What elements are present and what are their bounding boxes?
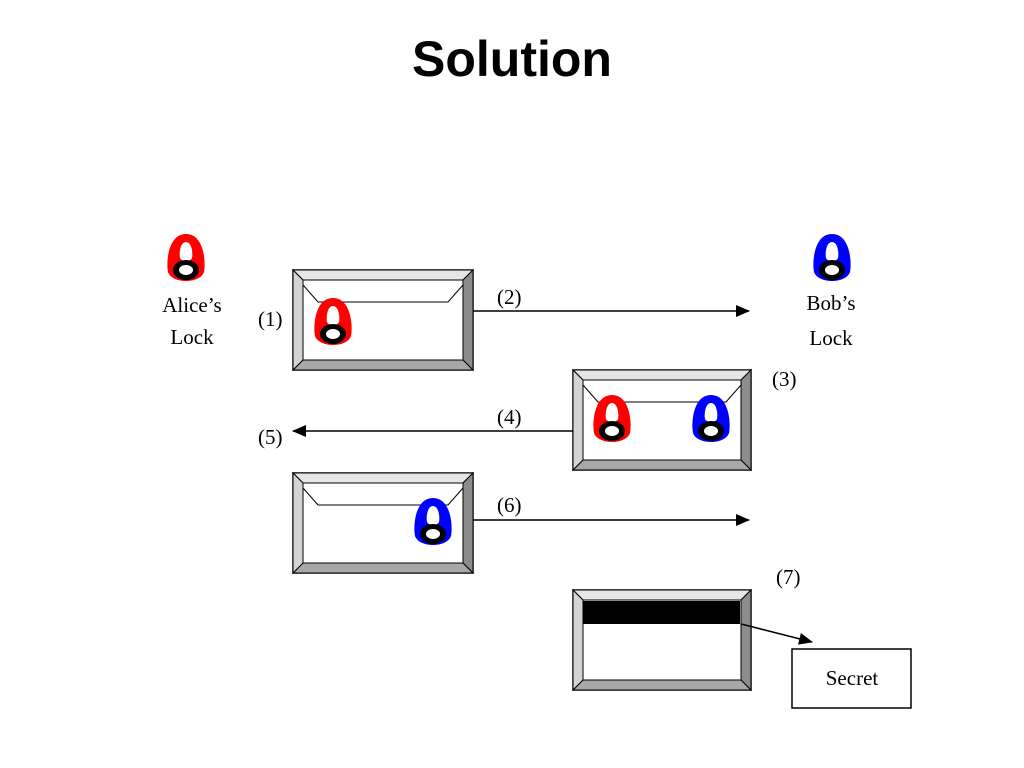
alice-lock-icon bbox=[593, 395, 631, 442]
step-2-label: (2) bbox=[497, 285, 522, 309]
alice-lock-icon bbox=[167, 234, 205, 281]
step-4-label: (4) bbox=[497, 405, 522, 429]
step-7-label: (7) bbox=[776, 565, 801, 589]
arrow-to-secret bbox=[740, 623, 813, 645]
alice-lock-label-line2: Lock bbox=[170, 325, 214, 349]
slide-title: Solution bbox=[412, 31, 612, 87]
box-step-7 bbox=[571, 588, 753, 692]
bob-lock-icon bbox=[414, 498, 452, 545]
bob-lock-icon bbox=[813, 234, 851, 281]
bob-lock-label-line2: Lock bbox=[809, 326, 853, 350]
secret-label: Secret bbox=[826, 666, 879, 690]
alice-lock-label-line1: Alice’s bbox=[162, 293, 221, 317]
alice-lock-icon bbox=[314, 298, 352, 345]
step-3-label: (3) bbox=[772, 367, 797, 391]
step-6-label: (6) bbox=[497, 493, 522, 517]
bob-lock-label-line1: Bob’s bbox=[806, 291, 855, 315]
secret-box bbox=[791, 648, 912, 709]
bob-lock-icon bbox=[692, 395, 730, 442]
step-1-label: (1) bbox=[258, 307, 283, 331]
step-5-label: (5) bbox=[258, 425, 283, 449]
